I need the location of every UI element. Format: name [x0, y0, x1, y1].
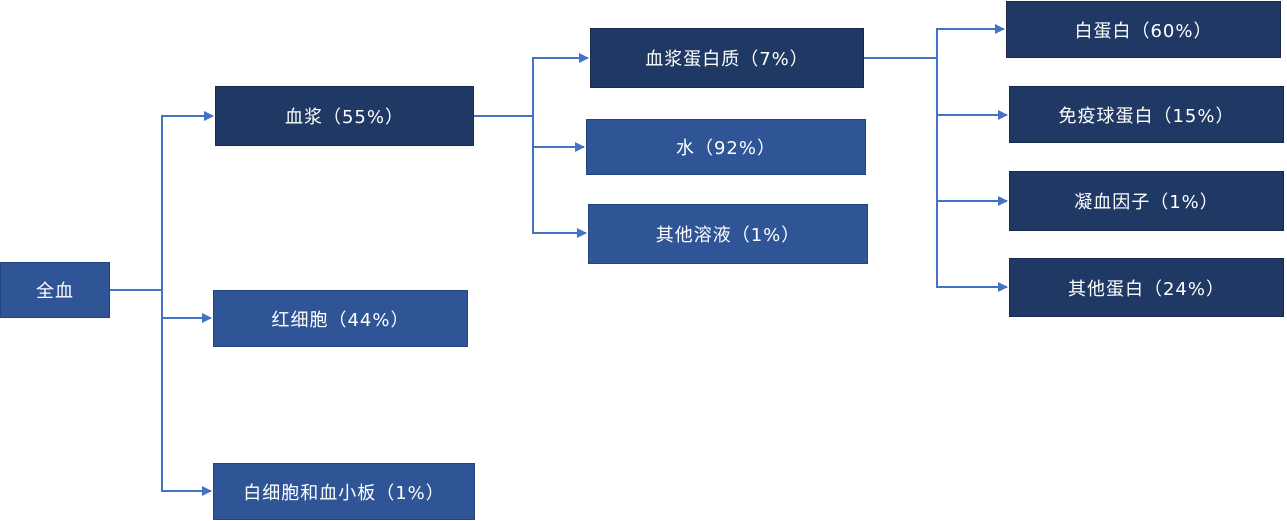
- node-albumin: 白蛋白（60%）: [1006, 1, 1281, 58]
- node-wbc-platelets-label: 白细胞和血小板（1%）: [243, 482, 445, 504]
- node-other-solutes: 其他溶液（1%）: [588, 204, 868, 264]
- node-plasma-label: 血浆（55%）: [284, 107, 404, 128]
- connector-whole-blood-plasma: [110, 111, 214, 291]
- node-plasma-protein: 血浆蛋白质（7%）: [590, 28, 864, 88]
- connector-protein-other: [864, 57, 1008, 292]
- node-other-solutes-label: 其他溶液（1%）: [655, 225, 801, 246]
- connector-whole-blood-rbc: [110, 289, 212, 323]
- connector-plasma-protein: [474, 53, 589, 117]
- node-other-protein-label: 其他蛋白（24%）: [1067, 278, 1225, 300]
- node-albumin-label: 白蛋白（60%）: [1074, 20, 1213, 42]
- node-wbc-platelets: 白细胞和血小板（1%）: [213, 463, 475, 520]
- node-plasma: 血浆（55%）: [215, 86, 474, 146]
- node-immunoglobulin-label: 免疫球蛋白（15%）: [1058, 105, 1235, 127]
- node-whole-blood-label: 全血: [36, 281, 74, 302]
- connector-whole-blood-wbc: [110, 289, 212, 496]
- connector-plasma-water: [474, 115, 585, 152]
- connector-plasma-other: [474, 115, 587, 238]
- connector-protein-albumin: [864, 24, 1005, 59]
- node-water-label: 水（92%）: [675, 138, 776, 159]
- node-other-protein: 其他蛋白（24%）: [1009, 258, 1284, 317]
- node-whole-blood: 全血: [0, 262, 110, 318]
- node-water: 水（92%）: [586, 119, 866, 175]
- node-clotting-factor-label: 凝血因子（1%）: [1074, 192, 1219, 213]
- node-rbc: 红细胞（44%）: [213, 290, 468, 347]
- node-immunoglobulin: 免疫球蛋白（15%）: [1009, 86, 1284, 143]
- node-clotting-factor: 凝血因子（1%）: [1009, 171, 1284, 231]
- node-rbc-label: 红细胞（44%）: [271, 309, 410, 331]
- connector-protein-immunoglobulin: [864, 57, 1008, 120]
- connector-protein-clotting: [864, 57, 1008, 206]
- node-plasma-protein-label: 血浆蛋白质（7%）: [645, 49, 809, 70]
